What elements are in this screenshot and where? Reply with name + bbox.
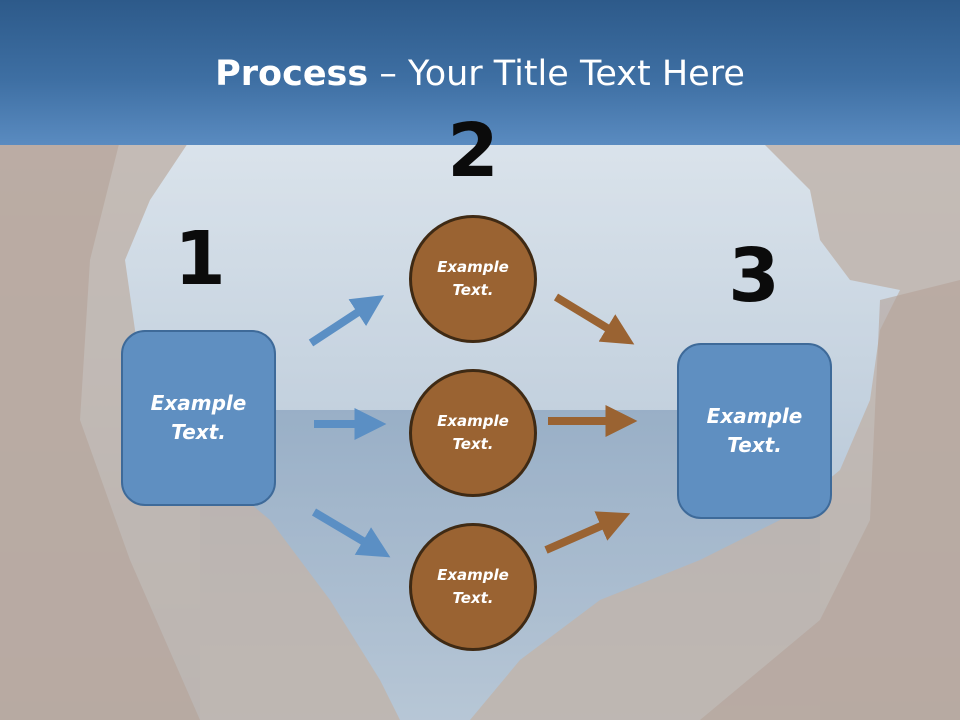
title-bar xyxy=(0,0,960,145)
title-bold: Process xyxy=(215,54,369,94)
arrow-left-to-bottom xyxy=(311,508,391,558)
arrow-top-to-right xyxy=(553,293,635,345)
circle-top-text: Example Text. xyxy=(437,258,509,299)
circle-bottom-text: Example Text. xyxy=(437,566,509,607)
right-box: Example Text. xyxy=(677,343,832,519)
title-rest: – Your Title Text Here xyxy=(368,54,745,94)
circle-middle-text: Example Text. xyxy=(437,412,509,453)
left-box-text: Example Text. xyxy=(150,391,247,444)
step-number-2: 2 xyxy=(447,108,499,194)
arrow-left-to-top xyxy=(308,295,385,347)
left-box: Example Text. xyxy=(121,330,276,506)
step-number-3: 3 xyxy=(728,233,780,319)
circle-bottom: Example Text. xyxy=(409,523,537,651)
right-box-text: Example Text. xyxy=(706,404,803,457)
slide-title: Process – Your Title Text Here xyxy=(0,52,960,96)
step-number-1: 1 xyxy=(174,216,226,302)
circle-top: Example Text. xyxy=(409,215,537,343)
circle-middle: Example Text. xyxy=(409,369,537,497)
arrow-bottom-to-right xyxy=(544,511,631,554)
